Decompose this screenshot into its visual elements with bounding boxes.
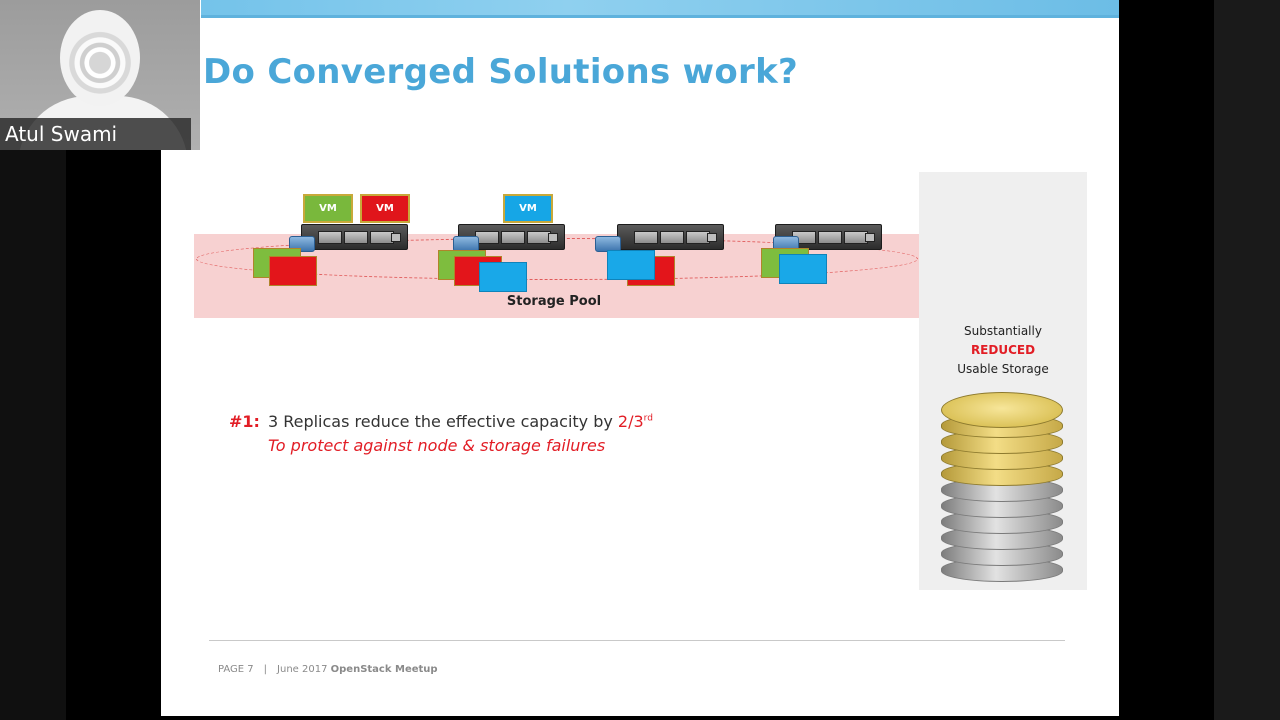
- presentation-slide: Do Converged Solutions work? Storage Poo…: [161, 0, 1119, 716]
- slide-title: Do Converged Solutions work?: [203, 52, 799, 92]
- data-block-blue: [479, 262, 527, 292]
- caption-line-3: Usable Storage: [957, 362, 1049, 376]
- footer-separator: |: [263, 664, 268, 675]
- vm-blue-node-2: VM: [503, 194, 553, 223]
- storage-pool-label: Storage Pool: [506, 294, 602, 309]
- server-node-3: [617, 224, 724, 250]
- vm-red-node-1: VM: [360, 194, 410, 223]
- data-block-blue: [607, 250, 655, 280]
- usable-storage-caption: Substantially REDUCED Usable Storage: [919, 322, 1087, 379]
- vm-green-node-1: VM: [303, 194, 353, 223]
- slide-footer: PAGE 7 | June 2017 OpenStack Meetup: [218, 664, 438, 675]
- usable-storage-panel: Substantially REDUCED Usable Storage: [919, 172, 1087, 590]
- caption-line-1: Substantially: [964, 324, 1042, 338]
- bullet-subtext: To protect against node & storage failur…: [268, 436, 606, 455]
- bullet-text: 3 Replicas reduce the effective capacity…: [267, 412, 618, 431]
- caption-line-2: REDUCED: [970, 343, 1036, 357]
- participant-name-label: Atul Swami: [0, 118, 191, 150]
- participant-head: [60, 10, 140, 106]
- bullet-number: #1:: [229, 412, 260, 431]
- slide-header-band: [201, 0, 1119, 18]
- footer-event: OpenStack Meetup: [330, 664, 438, 675]
- page-number: PAGE 7: [218, 664, 254, 675]
- storage-stack-icon: [941, 392, 1063, 582]
- footer-date: June 2017: [277, 664, 328, 675]
- right-letterbox: [1214, 0, 1280, 720]
- footer-divider: [209, 640, 1065, 641]
- bullet-fraction: 2/3: [617, 412, 644, 431]
- participant-video-thumbnail[interactable]: Atul Swami: [0, 0, 200, 150]
- data-block-red: [269, 256, 317, 286]
- bullet-point-1: #1: 3 Replicas reduce the effective capac…: [229, 412, 653, 431]
- server-node-1: [301, 224, 408, 250]
- bullet-fraction-suffix: rd: [643, 413, 653, 424]
- data-block-blue: [779, 254, 827, 284]
